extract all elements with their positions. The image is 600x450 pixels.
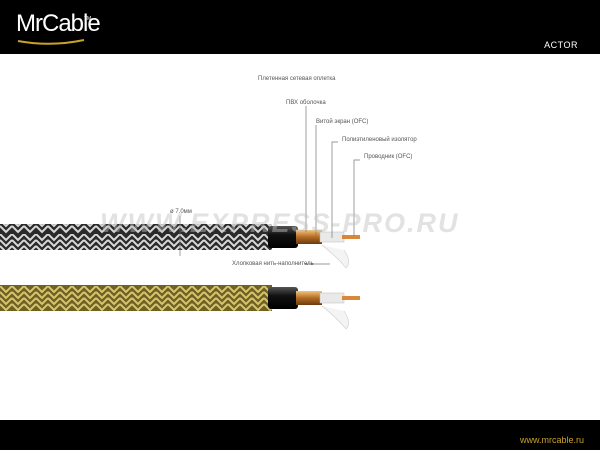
cable-1-shield: [296, 230, 322, 244]
cable-2-conductor: [342, 296, 360, 300]
brand-logo: MrCable: [16, 10, 101, 37]
label-insulator: Полиэтиленовый изолятор: [342, 137, 417, 143]
footer-bar: www.mrcable.ru: [0, 420, 600, 450]
label-copper-shield: Витой экран (OFC): [316, 119, 369, 125]
cable-2-filler: [321, 305, 349, 330]
trademark-mark: TM: [84, 16, 92, 22]
cable-2: [0, 285, 360, 330]
logo-swoosh-icon: [17, 39, 85, 45]
cable-1: [0, 224, 360, 269]
cable-1-conductor: [342, 235, 360, 239]
cable-1-jacket: [268, 226, 298, 248]
label-diameter: ø 7.0мм: [170, 209, 192, 215]
leader-insulator: [331, 141, 338, 238]
cable-2-shield: [296, 291, 322, 305]
product-name: ACTOR: [544, 40, 578, 50]
label-conductor: Проводник (OFC): [364, 154, 413, 160]
label-braid: Плетенная сетевая оплетка: [258, 76, 336, 82]
website-link[interactable]: www.mrcable.ru: [519, 435, 584, 445]
cable-2-insulator: [319, 292, 345, 304]
cable-1-braid: [0, 224, 272, 250]
leader-lines: [179, 106, 360, 265]
leader-conductor: [353, 159, 360, 236]
cable-2-jacket: [268, 287, 298, 309]
label-pvc-jacket: ПВХ оболочка: [286, 100, 326, 106]
cable-1-filler: [321, 244, 349, 269]
cable-2-braid: [0, 285, 272, 311]
label-cotton-filler: Хлопковая нить-наполнитель: [232, 261, 314, 267]
watermark: WWW.EXPRESS-PRO.RU: [100, 208, 460, 238]
header-bar: MrCable TM ACTOR: [0, 0, 600, 54]
